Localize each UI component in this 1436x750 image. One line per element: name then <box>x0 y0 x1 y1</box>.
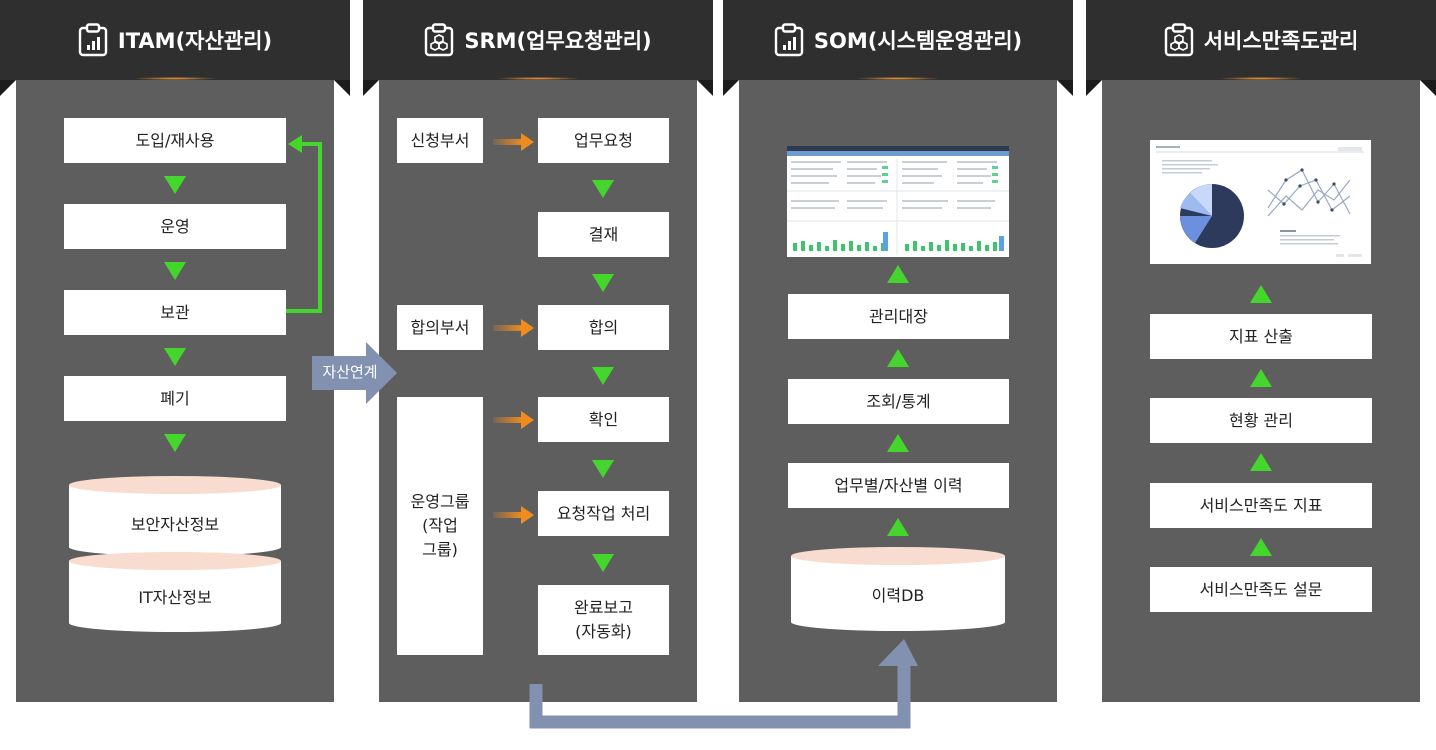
security-asset-db-label: 보안자산정보 <box>130 515 220 534</box>
down-arrow <box>592 274 614 292</box>
satisfaction-step-survey: 서비스만족도 설문 <box>1150 567 1372 612</box>
right-arrow <box>493 319 534 337</box>
down-arrow <box>164 176 186 194</box>
right-arrow <box>493 133 534 151</box>
fold-corner <box>1086 80 1102 96</box>
srm-step-report: 완료보고 (자동화) <box>538 585 669 655</box>
srm-title: SRM(업무요청관리) <box>464 29 652 53</box>
satisfaction-step-status: 현황 관리 <box>1150 398 1372 443</box>
up-arrow <box>1250 369 1272 387</box>
up-arrow <box>887 518 909 536</box>
up-arrow <box>1250 453 1272 471</box>
fold-corner <box>0 80 16 96</box>
fold-corner <box>697 80 713 96</box>
srm-step-request: 업무요청 <box>538 118 669 163</box>
asset-link-label: 자산연계 <box>322 363 378 381</box>
fold-corner <box>723 80 739 96</box>
satisfaction-step-index-calc: 지표 산출 <box>1150 314 1372 359</box>
srm-step-confirm: 확인 <box>538 397 669 442</box>
srm-header: SRM(업무요청관리) <box>363 0 713 80</box>
srm-dept-requester: 신청부서 <box>397 118 483 163</box>
history-db-label: 이력DB <box>871 586 925 605</box>
som-step-statistics: 조회/통계 <box>788 379 1009 424</box>
history-link-arrow <box>529 639 918 729</box>
srm-dept-operation-group: 운영그룹 (작업 그룹) <box>397 397 483 655</box>
itam-step-operate: 운영 <box>64 204 286 249</box>
itam-step-store: 보관 <box>64 290 286 335</box>
down-arrow <box>164 262 186 280</box>
fold-corner <box>1057 80 1073 96</box>
up-arrow <box>887 434 909 452</box>
up-arrow <box>887 349 909 367</box>
cubes-clipboard-icon <box>1164 23 1193 57</box>
srm-step-agreement: 합의 <box>538 305 669 350</box>
srm-step-process: 요청작업 처리 <box>538 491 669 536</box>
down-arrow <box>592 367 614 385</box>
down-arrow <box>164 348 186 366</box>
cubes-clipboard-icon <box>425 23 454 57</box>
up-arrow <box>1250 285 1272 303</box>
down-arrow <box>592 460 614 478</box>
srm-step-approval: 결재 <box>538 212 669 257</box>
som-step-history: 업무별/자산별 이력 <box>788 463 1009 508</box>
right-arrow <box>493 411 534 429</box>
asset-link-arrow <box>312 342 397 404</box>
history-db: 이력DB <box>791 547 1005 631</box>
up-arrow <box>1250 538 1272 556</box>
down-arrow <box>592 180 614 198</box>
som-step-ledger: 관리대장 <box>788 294 1009 339</box>
reuse-loop-arrow <box>286 135 322 313</box>
chart-clipboard-icon <box>78 23 108 57</box>
satisfaction-step-index: 서비스만족도 지표 <box>1150 483 1372 528</box>
fold-corner <box>334 80 350 96</box>
it-asset-db: IT자산정보 <box>69 552 281 632</box>
itam-step-dispose: 폐기 <box>64 376 286 421</box>
chart-clipboard-icon <box>774 23 804 57</box>
dashboard-screenshot <box>787 146 1009 257</box>
srm-dept-agreement: 합의부서 <box>397 305 483 350</box>
fold-corner <box>363 80 379 96</box>
itam-step-intro: 도입/재사용 <box>64 118 286 163</box>
down-arrow <box>164 434 186 452</box>
satisfaction-title: 서비스만족도관리 <box>1203 29 1359 53</box>
up-arrow <box>887 265 909 283</box>
som-title: SOM(시스템운영관리) <box>813 29 1023 53</box>
right-arrow <box>493 506 534 524</box>
som-header: SOM(시스템운영관리) <box>723 0 1073 80</box>
fold-corner <box>1420 80 1436 96</box>
itam-header: ITAM(자산관리) <box>0 0 350 80</box>
it-asset-db-label: IT자산정보 <box>138 588 212 607</box>
satisfaction-header: 서비스만족도관리 <box>1086 0 1436 80</box>
security-asset-db: 보안자산정보 <box>69 476 281 556</box>
itam-title: ITAM(자산관리) <box>117 29 273 53</box>
down-arrow <box>592 554 614 572</box>
report-screenshot <box>1150 140 1371 264</box>
